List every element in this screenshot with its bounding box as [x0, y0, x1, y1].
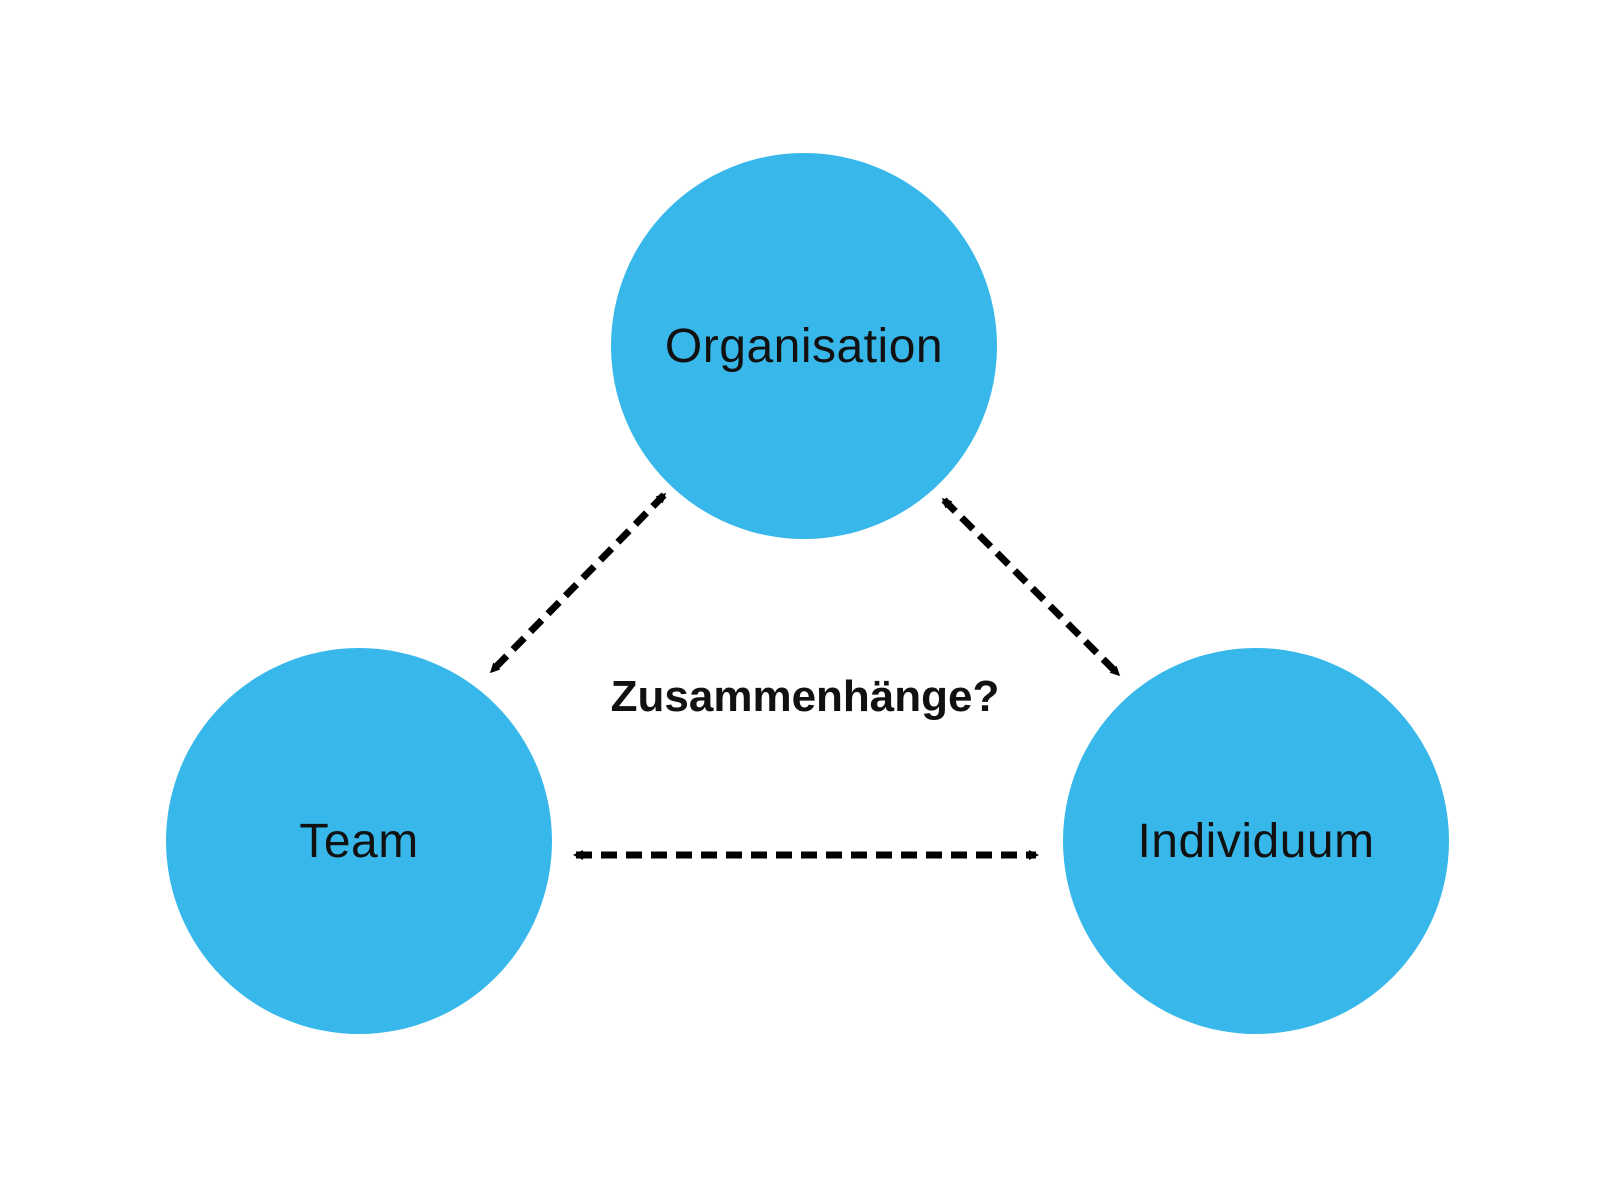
node-team-label: Team	[299, 814, 419, 868]
node-individuum-label: Individuum	[1137, 814, 1375, 868]
arrow-organisation-individuum	[941, 497, 1121, 677]
center-question-label: Zusammenhänge?	[610, 672, 1000, 721]
node-organisation: Organisation	[611, 153, 997, 539]
node-team: Team	[166, 648, 552, 1034]
node-individuum: Individuum	[1063, 648, 1449, 1034]
arrow-organisation-team	[489, 492, 667, 674]
node-organisation-label: Organisation	[664, 319, 944, 373]
